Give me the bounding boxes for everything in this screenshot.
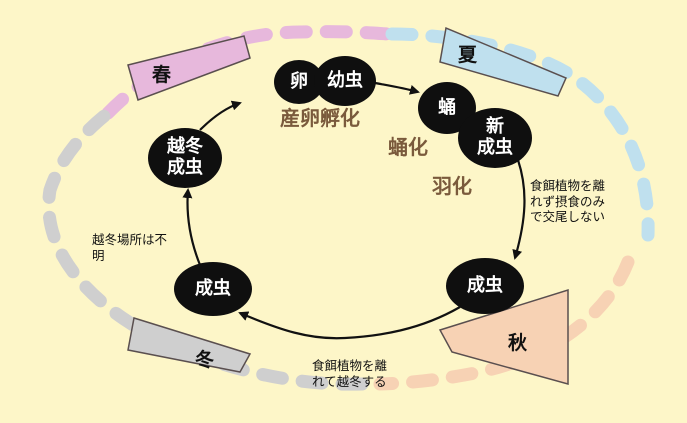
- winter-place-note: 越冬場所は不明: [92, 232, 168, 263]
- adult-autumn-label: 成虫: [467, 274, 503, 296]
- season-label-summer: 夏: [458, 44, 478, 66]
- overwinter-adult-node: 越冬 成虫: [148, 128, 222, 188]
- adult-autumn-node: 成虫: [446, 258, 524, 314]
- season-label-winter: 冬: [195, 349, 215, 371]
- season-label-spring: 春: [152, 64, 172, 86]
- summer-note: 食餌植物を離れず摂食のみで交尾しない: [530, 178, 606, 225]
- arrow-larva-to-pupa: [369, 80, 420, 95]
- season-ring-autumn: [373, 255, 635, 391]
- winter-wedge: [127, 317, 252, 373]
- new-adult-label-line2: 成虫: [477, 137, 513, 158]
- emergence-label: 羽化: [432, 174, 472, 198]
- arrow-overwinter-to-spring: [199, 100, 242, 131]
- spring-wedge: [127, 35, 251, 101]
- overwinter-label-line2: 成虫: [167, 157, 203, 178]
- lay-hatch-label: 産卵孵化: [280, 106, 360, 130]
- arrow-autumn-to-winter: [238, 306, 461, 340]
- overwinter-label-line1: 越冬: [167, 136, 203, 158]
- arrow-winter-to-overwinter: [182, 188, 202, 266]
- pupa-label: 蛹: [438, 96, 456, 118]
- larva-label: 幼虫: [327, 69, 363, 91]
- adult-winter-node: 成虫: [174, 262, 252, 316]
- larva-node: 幼虫: [314, 56, 376, 106]
- new-adult-node: 新 成虫: [458, 108, 532, 168]
- autumn-note: 食餌植物を離れて越冬する: [312, 358, 388, 389]
- pupation-label: 蛹化: [388, 135, 428, 159]
- arrow-summer-to-autumn: [512, 159, 526, 260]
- adult-winter-label: 成虫: [195, 277, 231, 299]
- egg-label: 卵: [290, 70, 308, 92]
- season-ring-winter: [42, 106, 369, 391]
- egg-node: 卵: [274, 60, 324, 104]
- autumn-wedge: [438, 288, 569, 385]
- new-adult-label-line1: 新: [486, 116, 504, 138]
- summer-wedge: [439, 26, 567, 97]
- season-label-autumn: 秋: [508, 332, 528, 354]
